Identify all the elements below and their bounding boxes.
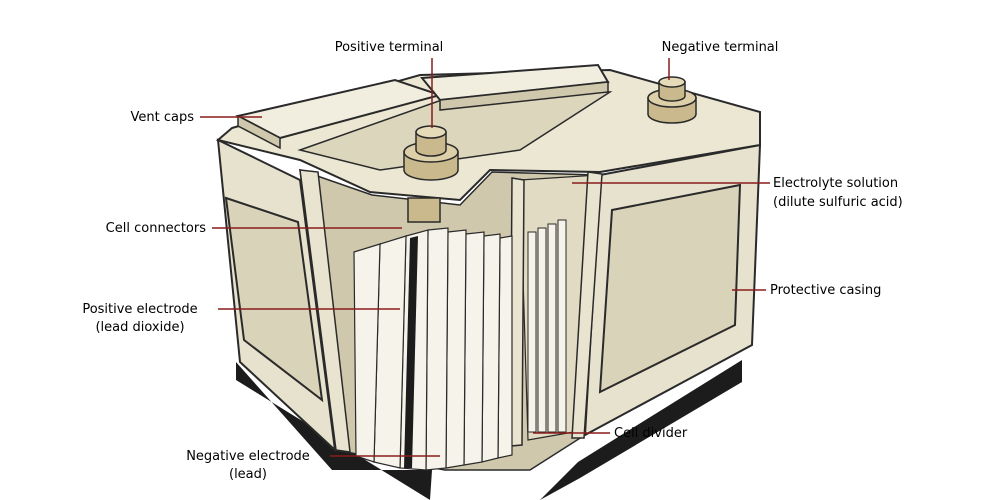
label-negative-electrode-line2: (lead) [229,467,267,482]
electrode-plates [353,227,513,471]
casing-right-panel [598,183,742,394]
casing-left-panel [224,196,324,403]
label-positive-terminal: Positive terminal [335,40,444,55]
vent-cap-left-side [237,114,281,150]
cell-divider-left [299,169,351,453]
right-cell-plates [527,219,567,433]
label-cell-divider: Cell divider [614,426,688,441]
label-cell-connectors: Cell connectors [106,221,207,236]
cell-connector-block [407,197,441,223]
label-electrolyte-line1: Electrolyte solution [773,176,898,191]
label-protective-casing: Protective casing [770,283,881,298]
negative-terminal-post [647,76,697,124]
label-vent-caps: Vent caps [131,110,195,125]
label-negative-terminal: Negative terminal [662,40,779,55]
vent-cap-center-side [439,81,609,111]
label-positive-electrode-line1: Positive electrode [82,302,197,317]
label-negative-electrode-line1: Negative electrode [186,449,310,464]
label-positive-electrode-line2: (lead dioxide) [95,320,184,335]
leader-lines [200,58,770,457]
label-electrolyte-line2: (dilute sulfuric acid) [773,195,903,210]
base-shadow [236,360,742,500]
cell-divider-right [571,171,603,439]
positive-terminal-post [403,125,459,181]
